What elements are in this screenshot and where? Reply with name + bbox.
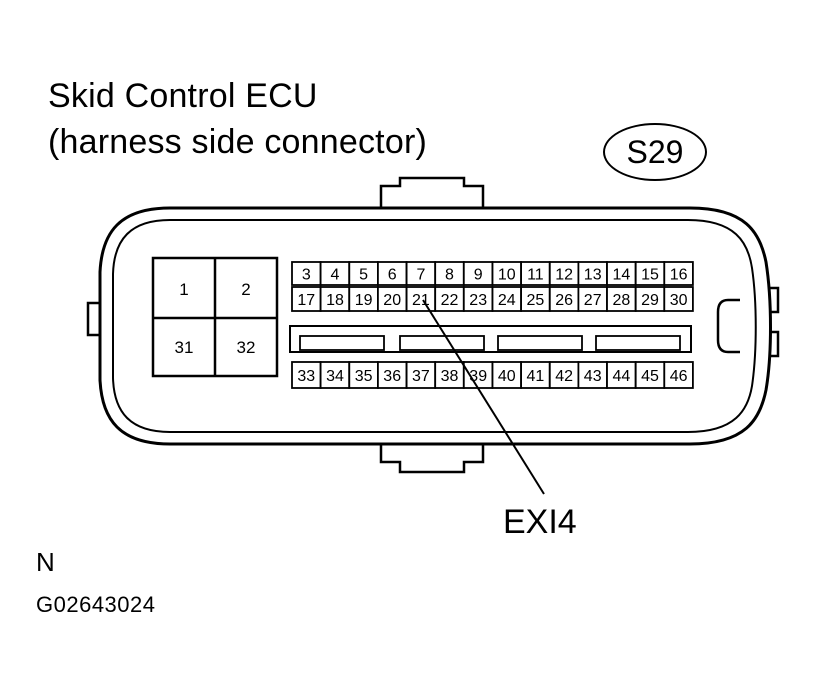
pin-17: 17 [297, 292, 315, 309]
large-pin-block: 1 2 31 32 [151, 256, 279, 378]
pin-32: 32 [237, 338, 256, 357]
pin-36: 36 [383, 368, 401, 385]
pin-24: 24 [498, 292, 516, 309]
pin-cell-46 [663, 361, 694, 389]
pin-26: 26 [555, 292, 573, 309]
pin-20: 20 [383, 292, 401, 309]
callout-label: EXI4 [503, 503, 577, 541]
pin-34: 34 [326, 368, 344, 385]
pin-33: 33 [297, 368, 315, 385]
pin-42: 42 [555, 368, 573, 385]
pin-cell-19 [348, 286, 379, 312]
pin-27: 27 [584, 292, 602, 309]
pin-38: 38 [441, 368, 459, 385]
pin-10: 10 [498, 267, 516, 284]
note-letter: N [36, 547, 55, 577]
pin-19: 19 [355, 292, 373, 309]
pin-cell-18 [319, 286, 351, 312]
pin-46: 46 [670, 368, 688, 385]
pin-14: 14 [613, 267, 631, 284]
figure-id: G02643024 [36, 592, 156, 617]
title-line-1: Skid Control ECU [48, 77, 318, 115]
pin-41: 41 [527, 368, 545, 385]
pin-4: 4 [331, 267, 340, 284]
pin-28: 28 [613, 292, 631, 309]
pin-9: 9 [474, 267, 483, 284]
pin-cell-22 [434, 286, 465, 312]
pin-37: 37 [412, 368, 430, 385]
pin-6: 6 [388, 267, 397, 284]
pin-16: 16 [670, 267, 688, 284]
pin-2: 2 [241, 280, 250, 299]
pin-30: 30 [670, 292, 688, 309]
pin-35: 35 [355, 368, 373, 385]
pin-cell-41 [520, 361, 551, 389]
pin-12: 12 [555, 267, 573, 284]
connector-code-badge: S29 [603, 123, 707, 181]
pin-cell-21 [405, 286, 437, 312]
pin-40: 40 [498, 368, 516, 385]
pin-22: 22 [441, 292, 459, 309]
connector-code: S29 [626, 133, 684, 170]
pin-cell-37 [405, 361, 437, 389]
right-keyway [716, 298, 740, 354]
pin-cell-26 [548, 286, 580, 312]
pin-7: 7 [416, 267, 425, 284]
pin-39: 39 [469, 368, 487, 385]
top-latch [379, 176, 485, 208]
pin-15: 15 [641, 267, 659, 284]
pin-cell-33 [291, 361, 322, 389]
pin-8: 8 [445, 267, 454, 284]
pin-cell-40 [491, 361, 523, 389]
pin-44: 44 [613, 368, 631, 385]
pin-11: 11 [527, 267, 544, 284]
pin-cell-16 [663, 261, 694, 286]
separator-bar [289, 325, 692, 353]
pin-23: 23 [469, 292, 487, 309]
pin-cell-30 [663, 286, 694, 312]
connector-shell-inner [112, 219, 757, 433]
pin-5: 5 [359, 267, 368, 284]
pin-43: 43 [584, 368, 602, 385]
pin-13: 13 [584, 267, 602, 284]
pin-cell-45 [634, 361, 666, 389]
bottom-latch [379, 444, 485, 474]
pin-31: 31 [175, 338, 194, 357]
pin-29: 29 [641, 292, 659, 309]
pin-25: 25 [527, 292, 545, 309]
pin-1: 1 [179, 280, 188, 299]
pin-cell-29 [634, 286, 666, 312]
title-line-2: (harness side connector) [48, 123, 427, 161]
pin-45: 45 [641, 368, 659, 385]
pin-cell-23 [462, 286, 494, 312]
callout-leader-line [422, 299, 545, 495]
pin-3: 3 [302, 267, 311, 284]
pin-18: 18 [326, 292, 344, 309]
